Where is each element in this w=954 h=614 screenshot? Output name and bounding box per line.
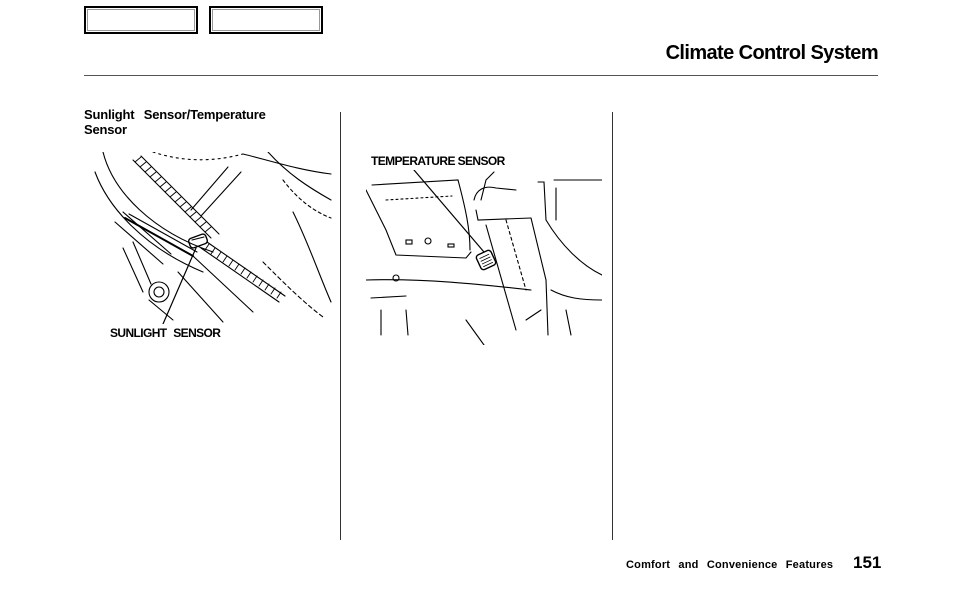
page-number: 151 bbox=[853, 553, 882, 572]
temperature-sensor-illustration bbox=[366, 170, 602, 345]
nav-forward-button[interactable] bbox=[209, 6, 323, 34]
sunlight-sensor-label: SUNLIGHT SENSOR bbox=[110, 326, 221, 340]
temperature-sensor-label: TEMPERATURE SENSOR bbox=[371, 154, 505, 168]
section-heading: Sunlight Sensor/Temperature Sensor bbox=[84, 107, 266, 137]
column-divider-2 bbox=[612, 112, 613, 540]
nav-back-button[interactable] bbox=[84, 6, 198, 34]
footer-section-name: Comfort and Convenience Features bbox=[626, 559, 834, 571]
column-divider-1 bbox=[340, 112, 341, 540]
header-divider bbox=[84, 75, 878, 76]
sunlight-sensor-illustration bbox=[94, 152, 332, 324]
page-title: Climate Control System bbox=[665, 42, 879, 64]
